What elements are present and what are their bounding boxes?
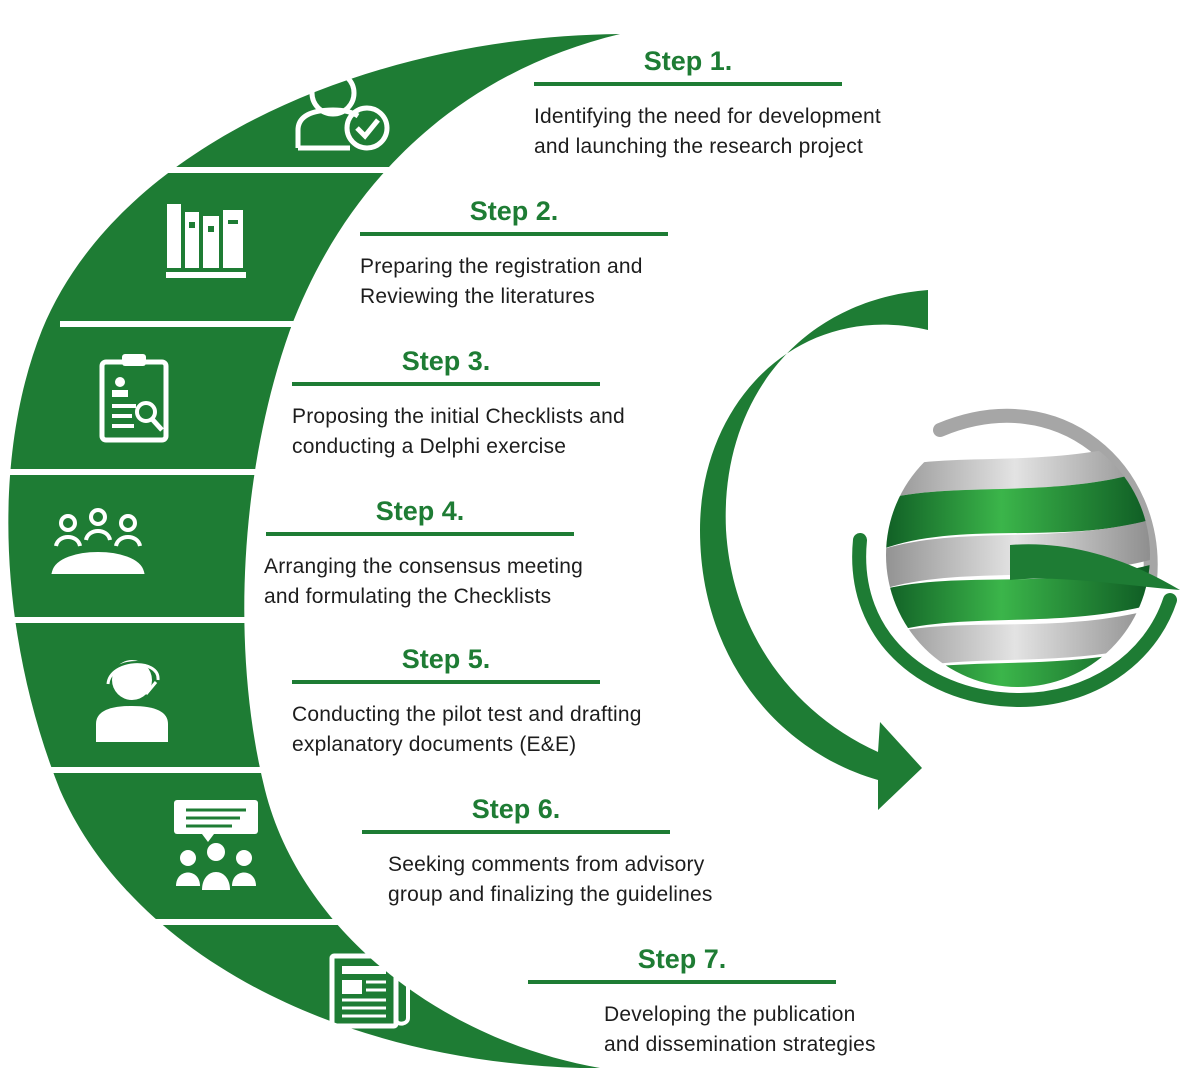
step-title: Step 6. (471, 794, 561, 824)
step-description-line: explanatory documents (E&E) (292, 733, 577, 756)
step-description-line: group and finalizing the guidelines (388, 883, 713, 906)
step-description: Seeking comments from advisory group and… (388, 850, 713, 910)
step-2: Step 2. Preparing the registration and R… (360, 196, 668, 308)
step-title: Step 1. (643, 46, 733, 76)
step-6: Step 6. Seeking comments from advisory g… (362, 794, 712, 906)
step-description-line: Arranging the consensus meeting (264, 555, 584, 578)
step-description: Preparing the registration and Reviewing… (360, 252, 643, 312)
step-title: Step 4. (375, 496, 465, 526)
meeting-table-icon (51, 508, 145, 574)
step-description: Proposing the initial Checklists and con… (292, 402, 625, 462)
step-divider (528, 980, 836, 984)
newspaper-icon (329, 953, 410, 1029)
step-description-line: Developing the publication (604, 1003, 856, 1026)
step-description-line: Identifying the need for development (534, 105, 881, 128)
step-description: Conducting the pilot test and drafting e… (292, 700, 642, 760)
step-divider (362, 830, 670, 834)
step-title: Step 5. (401, 644, 491, 674)
books-icon (166, 204, 246, 278)
step-7: Step 7. Developing the publication and d… (528, 944, 876, 1056)
step-4: Step 4. Arranging the consensus meeting … (264, 496, 583, 608)
step-description-line: Seeking comments from advisory (388, 853, 705, 876)
step-description-line: and dissemination strategies (604, 1033, 876, 1056)
step-description-line: Conducting the pilot test and drafting (292, 703, 642, 726)
user-check-icon (295, 69, 390, 151)
step-description: Developing the publication and dissemina… (604, 1000, 876, 1060)
step-description: Arranging the consensus meeting and form… (264, 552, 583, 612)
step-divider (292, 680, 600, 684)
step-description-line: Reviewing the literatures (360, 285, 595, 308)
headset-user-icon (96, 660, 168, 742)
step-description-line: and formulating the Checklists (264, 585, 552, 608)
step-divider (266, 532, 574, 536)
step-description-line: and launching the research project (534, 135, 864, 158)
step-title: Step 2. (469, 196, 559, 226)
step-description-line: Preparing the registration and (360, 255, 643, 278)
step-divider (292, 382, 600, 386)
segment-dividers (10, 167, 400, 925)
curved-arrow-icon (700, 290, 928, 810)
step-description: Identifying the need for development and… (534, 102, 881, 162)
step-divider (534, 82, 842, 86)
step-3: Step 3. Proposing the initial Checklists… (292, 346, 625, 458)
step-divider (360, 232, 668, 236)
step-description-line: Proposing the initial Checklists and (292, 405, 625, 428)
step-5: Step 5. Conducting the pilot test and dr… (292, 644, 641, 756)
step-1: Step 1. Identifying the need for develop… (534, 46, 881, 158)
crescent (8, 34, 620, 1068)
globe-logo-icon (852, 408, 1180, 708)
group-feedback-icon (174, 800, 258, 890)
step-title: Step 7. (637, 944, 727, 974)
step-title: Step 3. (401, 346, 491, 376)
step-description-line: conducting a Delphi exercise (292, 435, 567, 458)
clipboard-search-icon (99, 354, 169, 443)
